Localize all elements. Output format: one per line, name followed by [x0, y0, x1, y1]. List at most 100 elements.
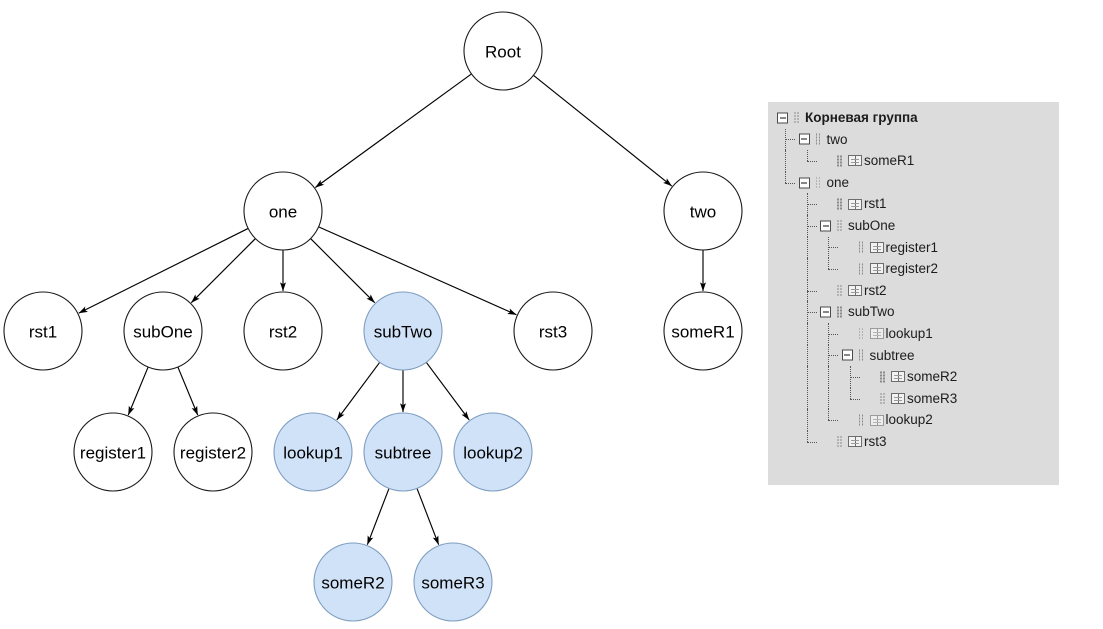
drag-grip-icon[interactable] [837, 155, 844, 167]
tree-item-label: rst3 [864, 433, 887, 449]
node-shape-someR1[interactable] [663, 291, 743, 371]
minus-box-icon[interactable] [820, 220, 831, 232]
tree-item-body[interactable]: rst3 [848, 431, 887, 453]
tree-item-body[interactable]: two [827, 129, 848, 151]
tree-item-lookup1[interactable]: lookup1 [768, 322, 1059, 345]
tree-item-body[interactable]: someR3 [891, 388, 957, 410]
drag-grip-icon[interactable] [837, 220, 844, 231]
node-shape-subtree[interactable] [363, 412, 443, 492]
tree-item-body[interactable]: rst1 [848, 193, 887, 215]
tree-item-body[interactable]: subOne [848, 215, 895, 237]
node-shape-rst3[interactable] [513, 291, 593, 371]
tree-item-body[interactable]: rst2 [848, 280, 887, 302]
graph-canvas[interactable]: Root one two rst1 subOne rst2 subTwo rst3 someR1… [0, 0, 768, 629]
tree-item-subtwo[interactable]: subTwo [768, 301, 1059, 323]
graph-node-subOne[interactable]: subOne [123, 291, 203, 371]
graph-edge-one-to-rst3 [318, 226, 517, 316]
tree-item-lookup2[interactable]: lookup2 [768, 409, 1059, 431]
node-label-someR2: someR2 [321, 574, 384, 593]
node-shape-one[interactable] [243, 171, 323, 251]
tree-item-body[interactable]: one [827, 172, 850, 194]
tree-item-body[interactable]: someR2 [891, 366, 957, 388]
tree-item-body[interactable]: lookup2 [869, 409, 933, 431]
tree-item-корневая-группа[interactable]: Корневая группа [768, 107, 1059, 129]
minus-box-icon[interactable] [777, 112, 788, 124]
graph-node-someR2[interactable]: someR2 [313, 542, 393, 622]
drag-grip-icon[interactable] [837, 306, 844, 318]
minus-box-icon[interactable] [841, 349, 853, 361]
node-shape-lookup1[interactable] [273, 412, 353, 492]
drag-grip-icon[interactable] [837, 198, 844, 210]
node-shape-someR3[interactable] [413, 542, 493, 622]
tree-item-rst1[interactable]: rst1 [768, 193, 1059, 215]
tree-item-somer3[interactable]: someR3 [768, 387, 1059, 410]
graph-node-one[interactable]: one [243, 171, 323, 251]
node-shape-someR2[interactable] [313, 542, 393, 622]
minus-box-icon[interactable] [798, 133, 810, 145]
tree-item-one[interactable]: one [768, 171, 1059, 194]
tree-item-register1[interactable]: register1 [768, 236, 1059, 259]
drag-grip-icon[interactable] [837, 436, 844, 447]
node-shape-register1[interactable] [73, 412, 153, 492]
tree-item-two[interactable]: two [768, 128, 1059, 151]
drag-grip-icon[interactable] [858, 349, 866, 361]
graph-node-lookup1[interactable]: lookup1 [273, 412, 353, 492]
node-shape-rst2[interactable] [243, 291, 323, 371]
graph-node-subtree[interactable]: subtree [363, 412, 443, 492]
graph-node-register1[interactable]: register1 [73, 412, 153, 492]
drag-grip-icon[interactable] [858, 414, 866, 426]
node-shape-lookup2[interactable] [453, 412, 533, 492]
graph-node-two[interactable]: two [663, 171, 743, 251]
graph-node-someR3[interactable]: someR3 [413, 542, 493, 622]
tree-item-somer1[interactable]: someR1 [768, 150, 1059, 172]
node-shape-subTwo[interactable] [363, 291, 443, 371]
tree-item-subone[interactable]: subOne [768, 214, 1059, 237]
node-shape-root[interactable] [463, 11, 543, 91]
tree-item-subtree[interactable]: subtree [768, 344, 1059, 367]
tree-guide-vertical [806, 150, 808, 161]
drag-grip-icon[interactable] [794, 112, 801, 123]
tree-item-register2[interactable]: register2 [768, 258, 1059, 280]
tree-item-somer2[interactable]: someR2 [768, 366, 1059, 388]
minus-box-icon[interactable] [820, 306, 831, 318]
drag-grip-icon[interactable] [858, 241, 866, 253]
tree-item-body[interactable]: someR1 [848, 150, 914, 172]
tree-graph[interactable]: Root one two rst1 subOne rst2 subTwo rst3 someR1… [0, 0, 768, 629]
graph-node-rst2[interactable]: rst2 [243, 291, 323, 371]
minus-box-icon[interactable] [798, 177, 810, 189]
graph-node-someR1[interactable]: someR1 [663, 291, 743, 371]
tree-item-rst2[interactable]: rst2 [768, 279, 1059, 302]
graph-node-root[interactable]: Root [463, 11, 543, 91]
tree-item-body[interactable]: Корневая группа [805, 107, 918, 129]
graph-node-rst3[interactable]: rst3 [513, 291, 593, 371]
graph-node-rst1[interactable]: rst1 [3, 291, 83, 371]
tree-guide-vertical [806, 387, 808, 410]
drag-grip-icon[interactable] [858, 328, 866, 339]
drag-grip-icon[interactable] [880, 371, 887, 383]
tree-item-label: rst1 [864, 196, 887, 212]
tree-guide-vertical [806, 193, 808, 215]
node-shape-register2[interactable] [173, 412, 253, 492]
graph-node-lookup2[interactable]: lookup2 [453, 412, 533, 492]
tree-item-body[interactable]: subtree [870, 345, 915, 367]
drag-grip-icon[interactable] [815, 177, 823, 188]
tree-item-label: subtree [869, 347, 915, 363]
tree-item-rst3[interactable]: rst3 [768, 430, 1059, 453]
drag-grip-icon[interactable] [858, 263, 866, 275]
tree-item-body[interactable]: subTwo [848, 301, 895, 323]
drag-grip-icon[interactable] [880, 393, 887, 404]
node-shape-subOne[interactable] [123, 291, 203, 371]
node-shape-two[interactable] [663, 171, 743, 251]
drag-grip-icon[interactable] [837, 285, 844, 296]
node-shape-rst1[interactable] [3, 291, 83, 371]
graph-node-register2[interactable]: register2 [173, 412, 253, 492]
graph-nodes[interactable]: Root one two rst1 subOne rst2 subTwo rst3 someR1… [3, 11, 743, 622]
drag-grip-icon[interactable] [815, 133, 823, 145]
graph-node-subTwo[interactable]: subTwo [363, 291, 443, 371]
tree-item-body[interactable]: lookup1 [869, 323, 933, 345]
tree-item-body[interactable]: register1 [869, 237, 938, 259]
graph-edge-subOne-to-register2 [177, 366, 199, 416]
tree-item-body[interactable]: register2 [869, 258, 938, 280]
